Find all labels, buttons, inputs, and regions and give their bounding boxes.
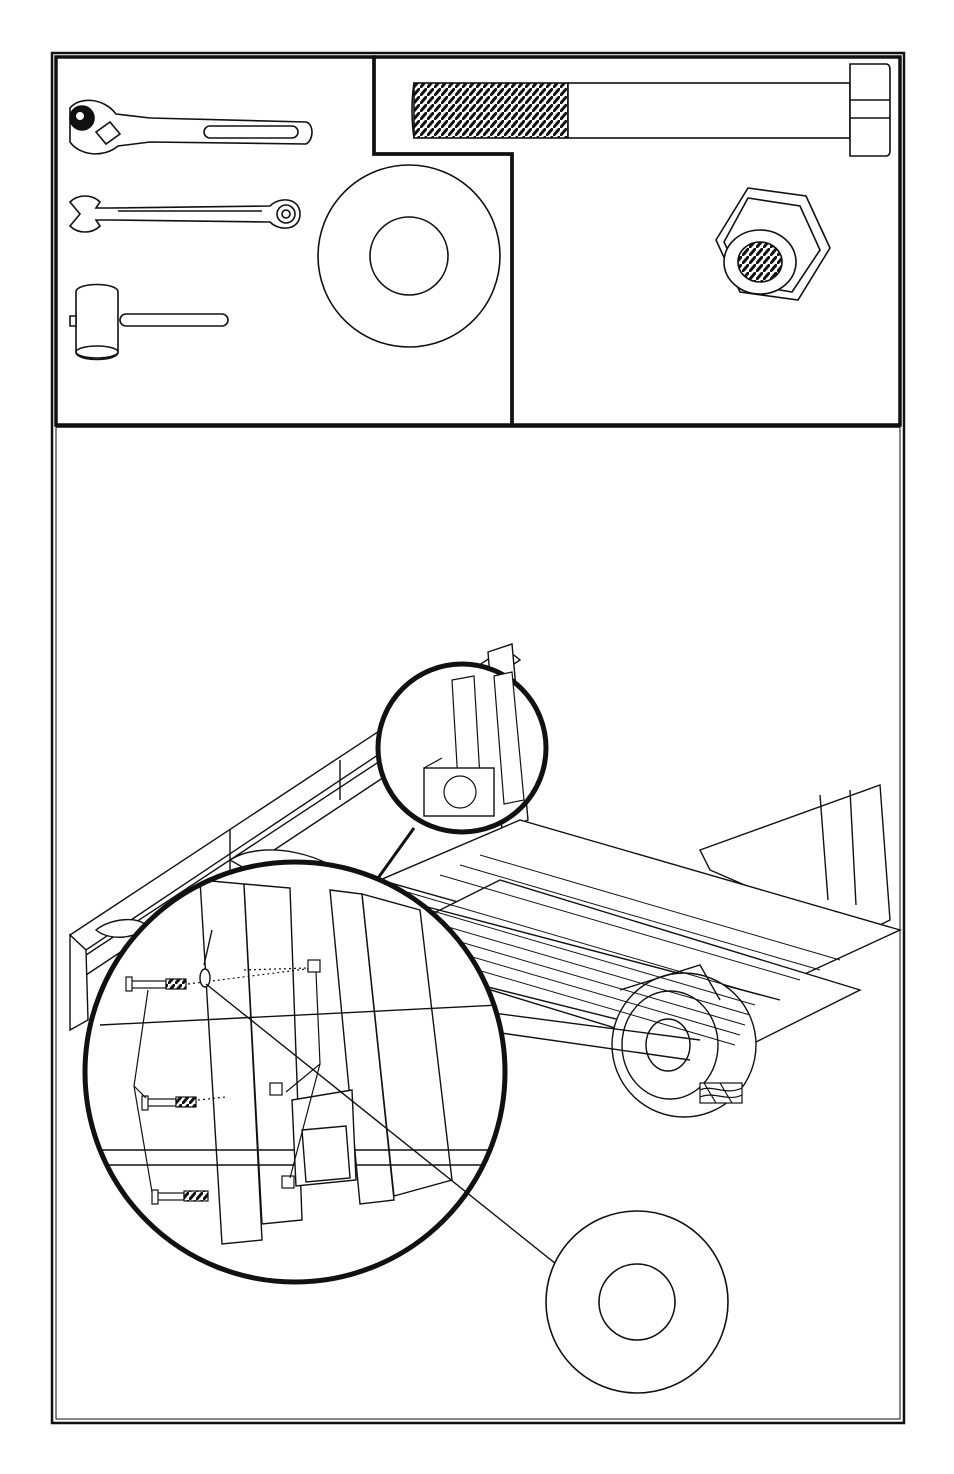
rubber-mallet-icon [70, 285, 228, 360]
hex-bolt-icon [412, 64, 890, 156]
flat-washer-icon [318, 165, 500, 347]
detail-zoom-circle [85, 862, 505, 1282]
wood-block-icon [700, 1083, 742, 1103]
washer-callout-circle [546, 1211, 728, 1393]
ratchet-wrench-icon [70, 100, 312, 154]
combination-wrench-icon [70, 196, 300, 232]
detail-washer [200, 969, 210, 987]
lock-nut-icon [716, 188, 830, 300]
detail-magnifier-circle [378, 664, 546, 832]
